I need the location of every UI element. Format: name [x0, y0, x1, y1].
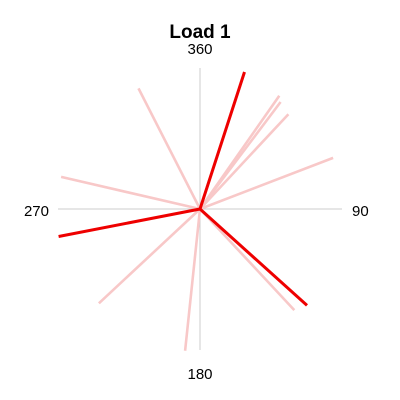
faint-vector-4	[199, 156, 334, 211]
faint-vector-7	[183, 208, 202, 351]
faint-vector-6	[98, 208, 201, 305]
strong-vector-2	[198, 207, 309, 307]
chart-title: Load 1	[169, 22, 231, 43]
faint-vector-3	[199, 113, 290, 210]
faint-vector-0	[137, 87, 202, 210]
direction-label-south: 180	[187, 366, 212, 383]
strong-vector-0	[198, 71, 246, 210]
strong-vector-1	[58, 207, 201, 238]
faint-vector-5	[60, 175, 201, 211]
direction-label-west: 270	[24, 203, 49, 220]
faint-vector-8	[199, 208, 296, 311]
direction-label-north: 360	[187, 41, 212, 58]
faint-vector-2	[198, 101, 282, 210]
vector-group	[58, 71, 334, 351]
direction-label-east: 90	[352, 203, 369, 220]
